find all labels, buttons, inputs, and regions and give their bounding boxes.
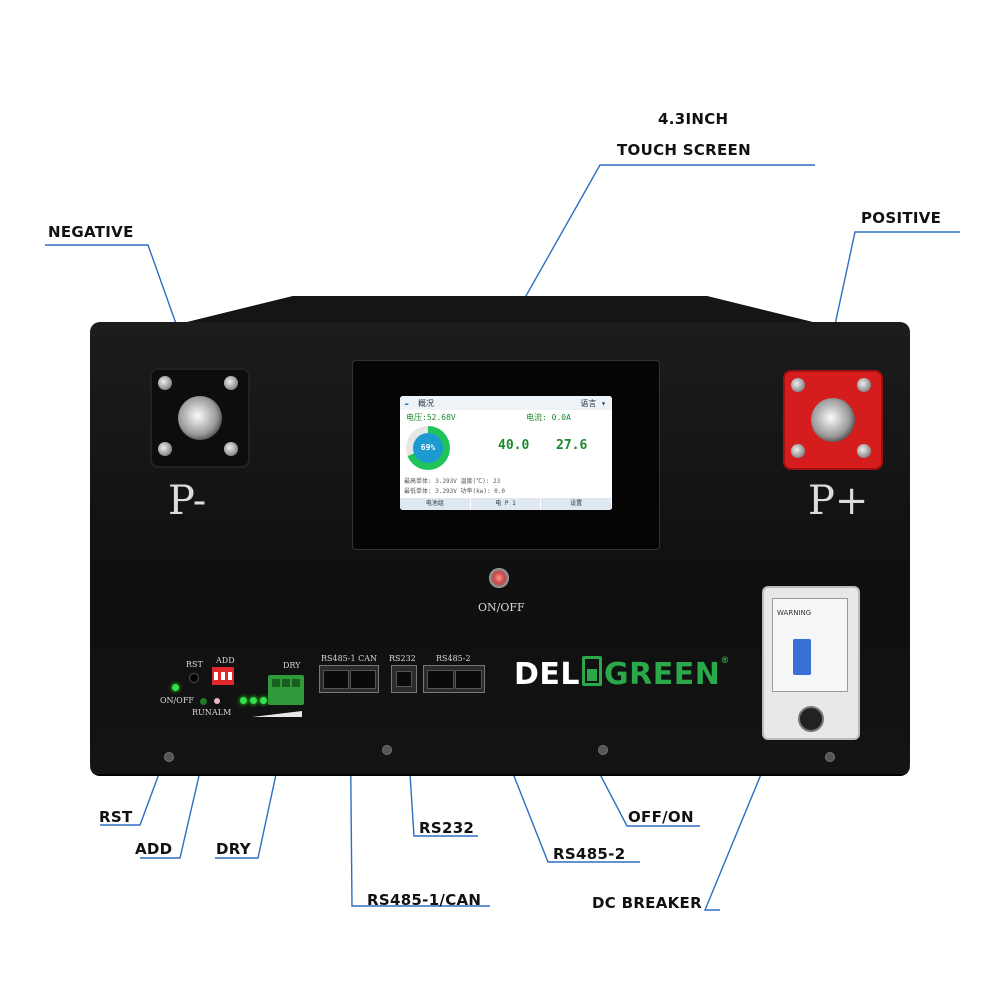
touch-screen[interactable]: ☁ 概况 语言 ▾ 电压:52.68V 电流: 0.0A 69% 40.0 27… [400,396,612,510]
positive-terminal[interactable] [783,370,883,470]
screen-tabs: 电池组 电 P 1 设置 [400,498,612,510]
power-led [172,684,179,691]
dry-contact-terminal[interactable] [268,675,304,705]
screen-tab-battery[interactable]: 电池组 [400,498,471,510]
alarm-led [214,698,220,704]
callout-off-on: OFF/ON [628,808,694,826]
bolt-icon [224,442,238,456]
negative-terminal[interactable] [150,368,250,468]
run-panel-label: RUN [192,708,212,717]
soc-value: 69% [413,433,443,463]
registered-mark: ® [720,656,730,666]
positive-label: P+ [808,478,869,524]
bolt-icon [158,442,172,456]
screen-title: 概况 [418,399,434,408]
breaker-warning-label: WARNING [777,609,812,617]
value-1: 40.0 [498,438,530,453]
onoff-panel-label: ON/OFF [160,696,194,705]
dc-breaker[interactable]: WARNING [762,586,860,740]
current-readout: 电流: 0.0A [526,413,571,422]
bolt-icon [791,444,805,458]
terminal-screw-icon [282,679,290,687]
alm-panel-label: ALM [212,708,232,717]
bolt-icon [791,378,805,392]
terminal-screw-icon [292,679,300,687]
rs232-panel-label: RS232 [389,654,416,663]
run-led [200,698,207,705]
callout-touch-screen-size: 4.3INCH [658,110,729,128]
rs485-2-panel-label: RS485-2 [436,654,471,663]
rs485-1-port[interactable] [323,670,349,689]
dip-switch-1[interactable] [214,672,218,680]
rs232-port[interactable] [396,671,412,687]
terminal-stud-icon [178,396,222,440]
breaker-switch[interactable] [793,639,811,675]
negative-label: P- [168,478,207,524]
terminal-stud-icon [811,398,855,442]
onoff-label: ON/OFF [478,601,525,614]
status-led-2 [250,697,257,704]
rs485-2-port-a[interactable] [427,670,454,689]
status-led-3 [260,697,267,704]
terminal-screw-icon [272,679,280,687]
brand-logo: DEL GREEN® [514,656,730,692]
reset-hole[interactable] [189,673,199,683]
callout-rst: RST [99,808,133,826]
screen-tab-settings[interactable]: 设置 [541,498,612,510]
brand-part-2: GREEN [604,657,721,692]
breaker-lock-icon [798,706,824,732]
power-button[interactable] [489,568,509,588]
callout-positive: POSITIVE [861,209,942,227]
screw-icon [825,752,835,762]
status-led-1 [240,697,247,704]
screw-icon [382,745,392,755]
callout-rs232: RS232 [419,819,475,837]
bolt-icon [158,376,172,390]
language-dropdown[interactable]: 语言 ▾ [580,399,606,408]
screen-tab-p1[interactable]: 电 P 1 [471,498,542,510]
dry-wedge [252,711,302,717]
rst-panel-label: RST [186,660,203,669]
bolt-icon [857,378,871,392]
value-2: 27.6 [556,438,588,453]
voltage-readout: 电压:52.68V [406,413,456,422]
cloud-icon: ☁ [404,398,409,407]
callout-touch-screen: TOUCH SCREEN [617,141,751,159]
rs485-2-port-block [423,665,485,693]
address-dip-switch[interactable] [212,667,234,685]
callout-dc-breaker: DC BREAKER [592,894,702,912]
callout-dry: DRY [216,840,251,858]
dip-switch-3[interactable] [228,672,232,680]
soc-gauge: 69% [406,426,450,470]
callout-rs485-2: RS485-2 [553,845,626,863]
rs232-port-block [391,665,417,693]
cell-row-2: 最低单体: 3.293V 功率(kw): 0.0 [404,488,506,495]
rs485-1-can-port-block [319,665,379,693]
bolt-icon [857,444,871,458]
add-panel-label: ADD [216,656,235,665]
battery-icon [582,656,603,686]
callout-negative: NEGATIVE [48,223,134,241]
cell-row-1: 最高单体: 3.293V 温度(℃): 23 [404,478,501,485]
callout-rs485-1-can: RS485-1/CAN [367,891,482,909]
rs485-1-can-panel-label: RS485-1 CAN [321,654,378,663]
breaker-window: WARNING [772,598,848,692]
screen-topbar: ☁ 概况 语言 ▾ [400,396,612,410]
dip-switch-2[interactable] [221,672,225,680]
callout-add: ADD [135,840,173,858]
rs485-2-port-b[interactable] [455,670,482,689]
screw-icon [164,752,174,762]
bolt-icon [224,376,238,390]
can-port[interactable] [350,670,376,689]
screw-icon [598,745,608,755]
brand-part-1: DEL [514,657,581,692]
dry-panel-label: DRY [283,661,301,670]
